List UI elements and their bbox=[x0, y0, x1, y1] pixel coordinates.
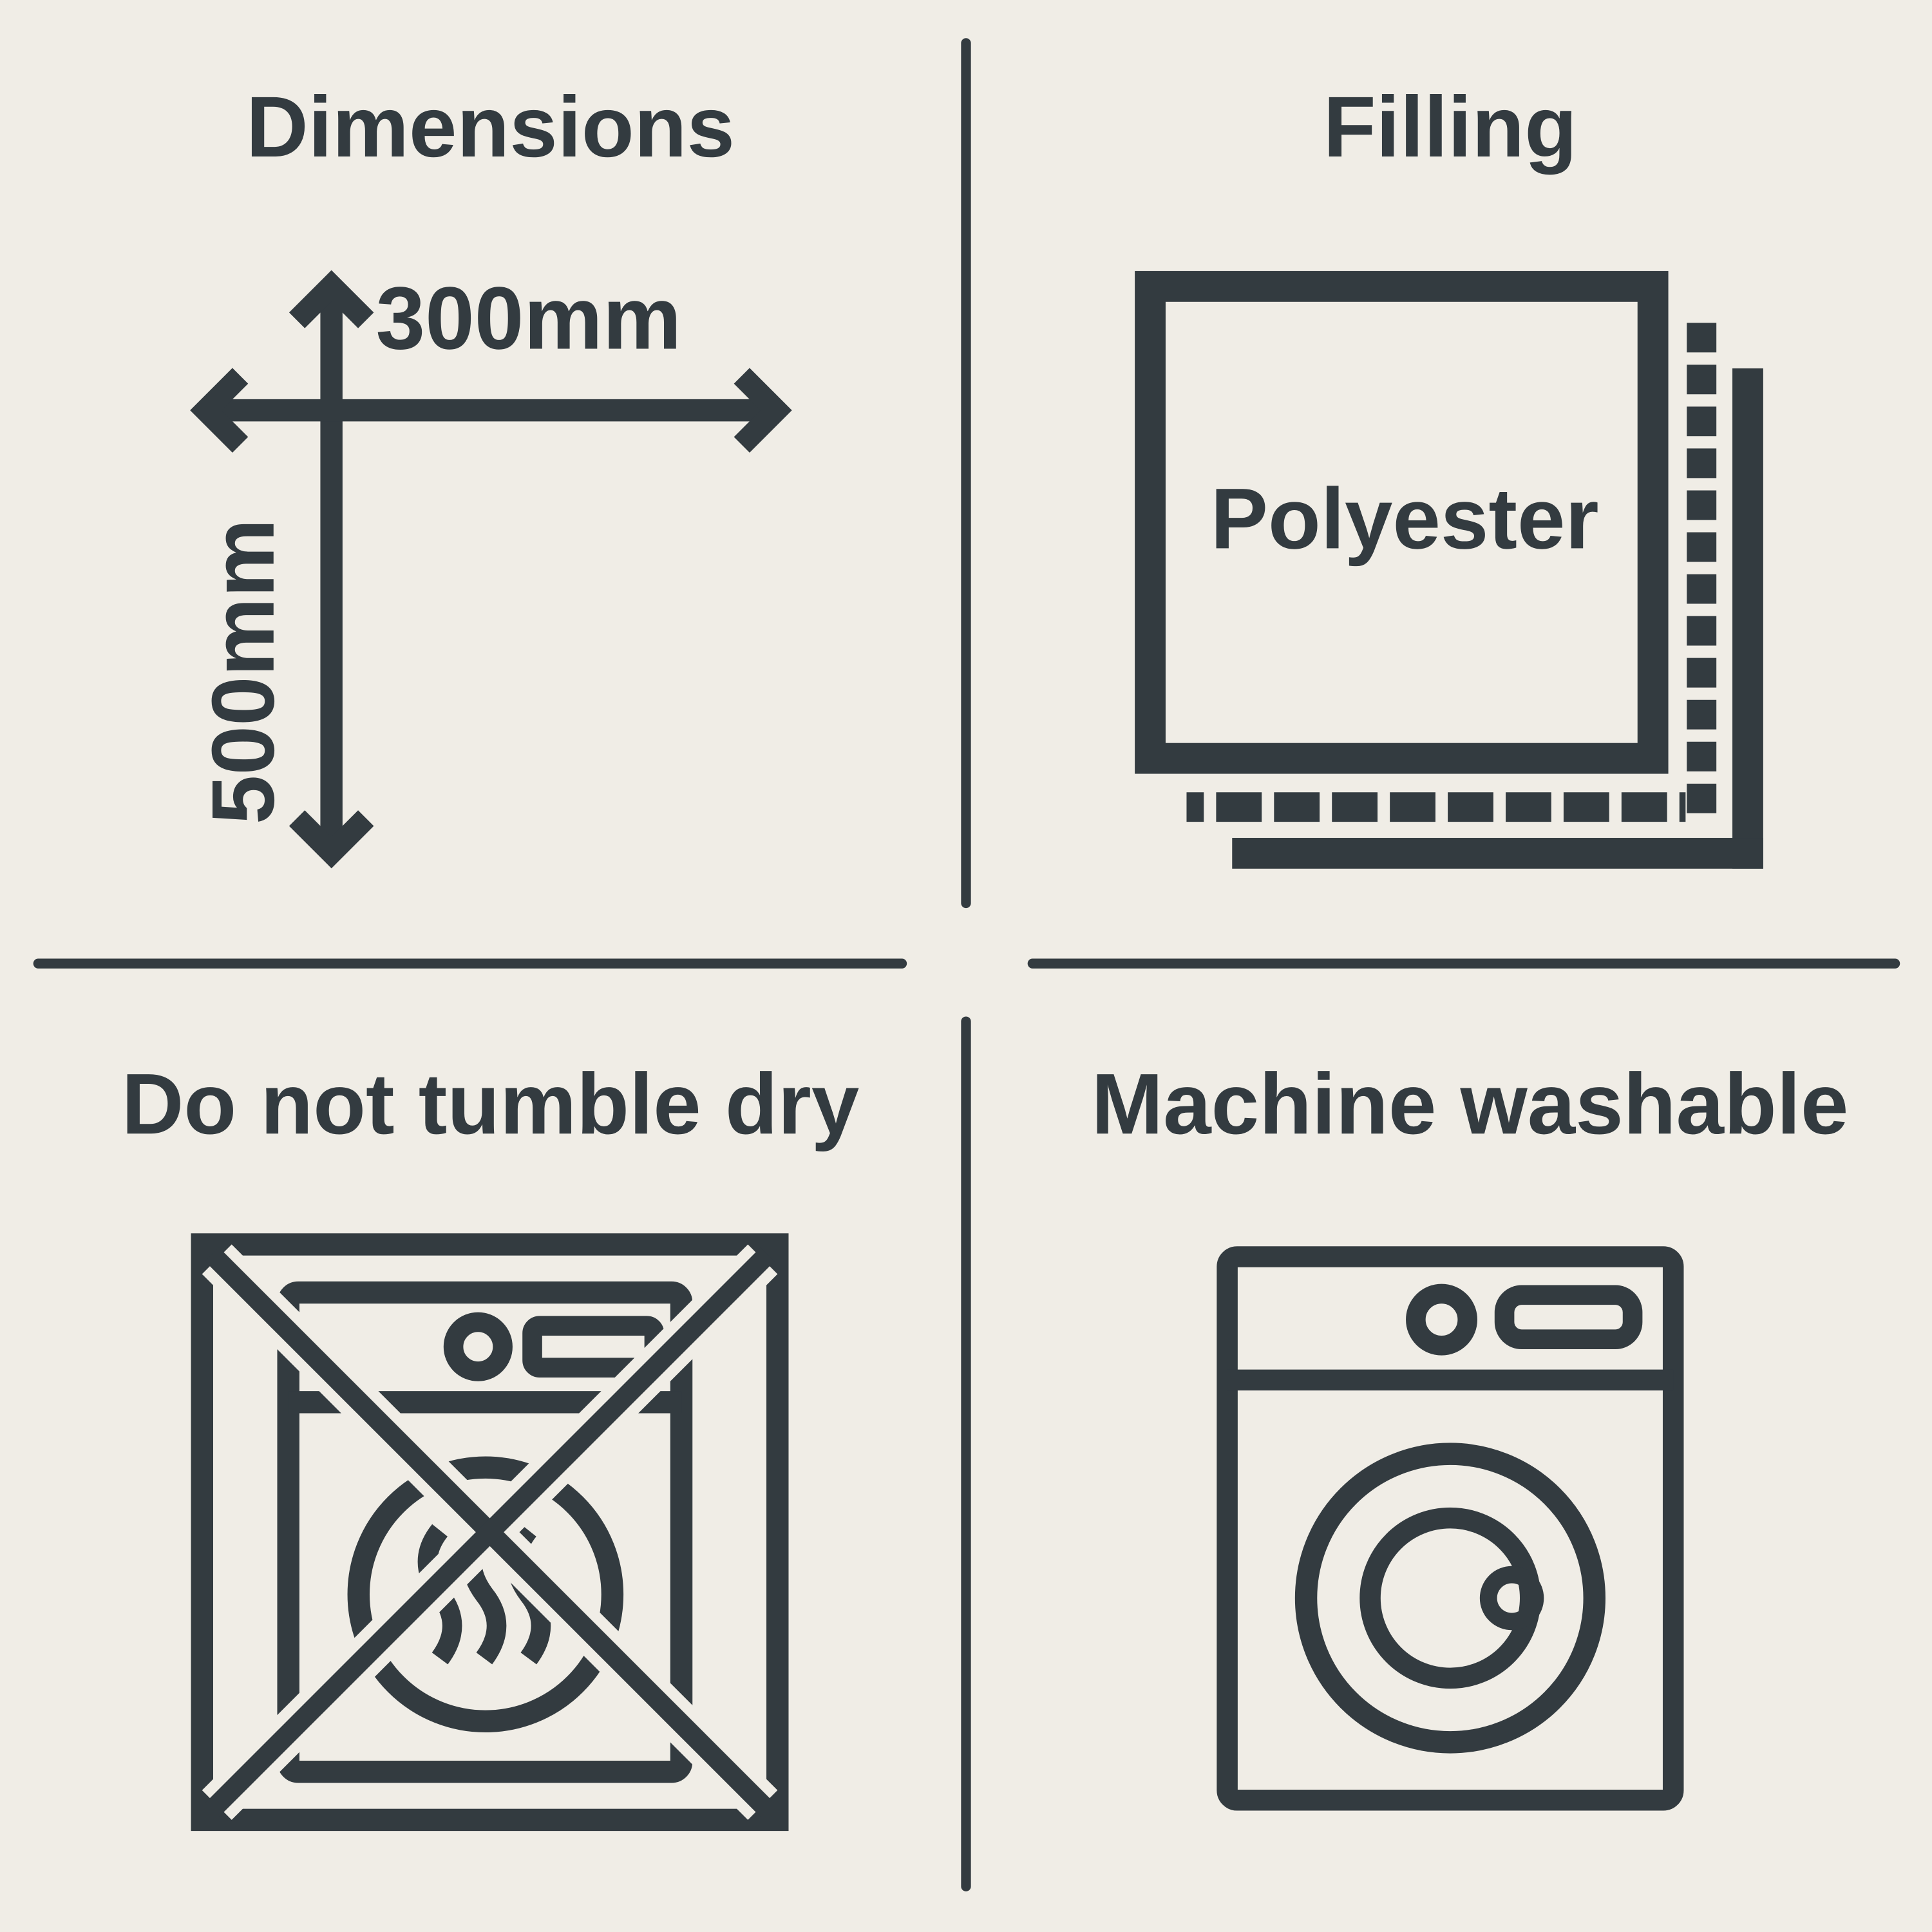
dividers bbox=[33, 38, 1900, 1891]
washing-panel: Machine washable bbox=[1092, 1056, 1849, 1811]
filling-material: Polyester bbox=[1211, 471, 1599, 567]
dimensions-panel: Dimensions 300mm 500mm bbox=[190, 79, 792, 869]
no-tumble-dry-icon bbox=[191, 1233, 789, 1832]
tumble-title: Do not tumble dry bbox=[122, 1056, 860, 1152]
tumble-panel: Do not tumble dry bbox=[122, 1056, 860, 1832]
filling-panel: Filling Polyester bbox=[1135, 79, 1763, 869]
washing-title: Machine washable bbox=[1092, 1056, 1849, 1152]
washing-machine-icon bbox=[1217, 1246, 1684, 1811]
dimension-arrows-icon bbox=[190, 270, 792, 869]
fabric-layers-icon bbox=[1135, 270, 1763, 869]
height-label: 500mm bbox=[194, 518, 293, 824]
dimensions-title: Dimensions bbox=[246, 79, 735, 175]
width-label: 300mm bbox=[376, 269, 682, 368]
filling-title: Filling bbox=[1323, 79, 1577, 175]
